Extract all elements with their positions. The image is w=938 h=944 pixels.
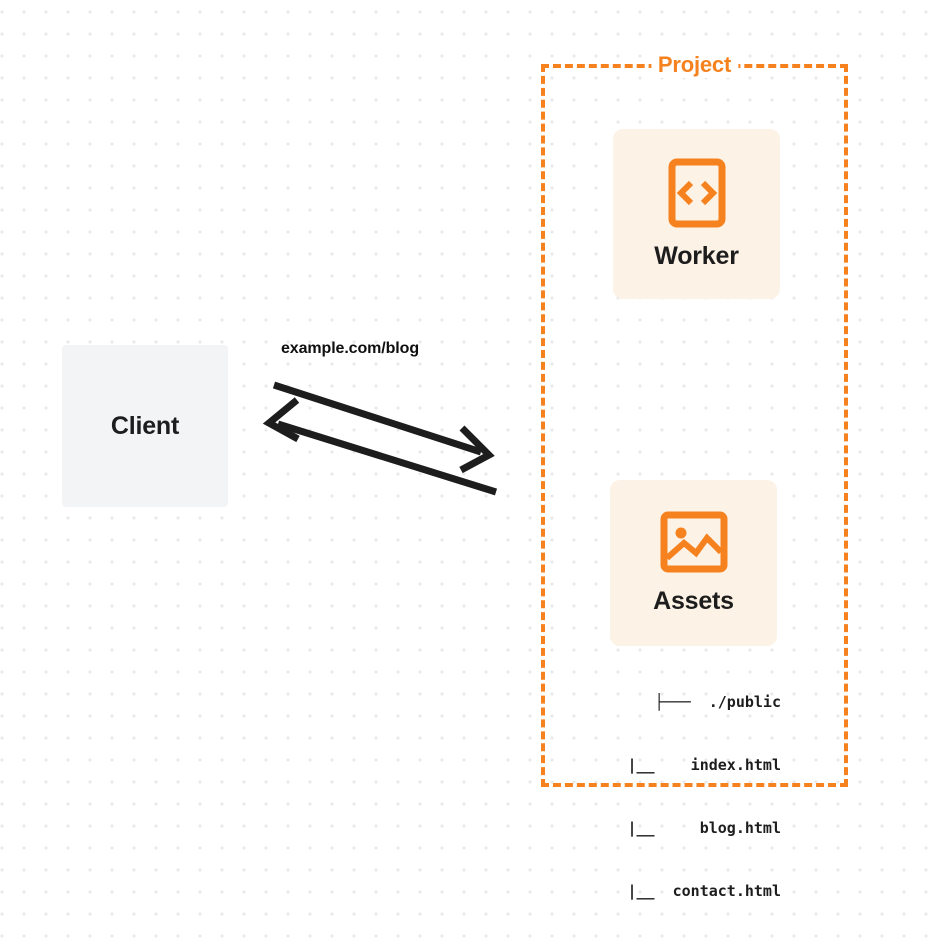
connection-label: example.com/blog: [281, 340, 419, 357]
code-file-icon: [668, 158, 726, 228]
tree-row: |__ contact.html: [627, 882, 781, 900]
client-label: Client: [110, 411, 180, 440]
worker-node[interactable]: Worker: [613, 129, 780, 299]
request-arrow: [272, 381, 495, 474]
worker-label: Worker: [654, 241, 739, 270]
tree-row: ├─── ./public: [654, 693, 781, 711]
tree-row: |__ index.html: [627, 756, 781, 774]
assets-node[interactable]: Assets: [610, 480, 777, 646]
assets-label: Assets: [653, 586, 734, 615]
tree-row: |__ blog.html: [627, 819, 781, 837]
image-icon: [660, 511, 728, 573]
diagram-canvas: Client example.com/blog Project Worker: [62, 52, 848, 900]
project-title: Project: [650, 52, 739, 78]
client-node[interactable]: Client: [62, 345, 228, 507]
project-container: Project: [541, 52, 848, 787]
asset-file-tree: ├─── ./public |__ index.html |__ blog.ht…: [585, 650, 781, 944]
response-arrow: [262, 397, 498, 496]
